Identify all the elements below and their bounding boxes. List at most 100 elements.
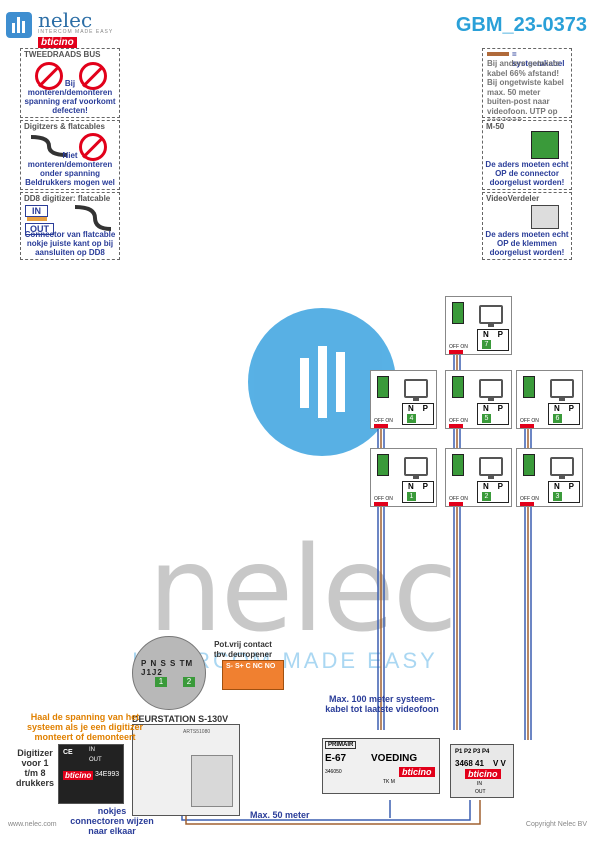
digitizer-out-label: OUT — [89, 757, 102, 763]
info-text: Connector van flatcable nokje juiste kan… — [24, 230, 116, 257]
monitor-icon — [479, 379, 503, 401]
distributor-ports: P1 P2 P3 P4 — [455, 749, 490, 755]
connector-icon — [452, 376, 464, 398]
door-station-code: ARTS51080 — [183, 729, 211, 735]
door-station-module — [191, 755, 233, 807]
contact-title: Pot.vrij contact tbv deuropener — [213, 640, 273, 659]
connector-icon — [523, 376, 535, 398]
monitor-icon — [550, 379, 574, 401]
digitizer: CE IN OUT bticino 34E993 — [58, 744, 124, 804]
unit-number: 1 — [407, 492, 416, 501]
distributor-in-label: IN — [477, 781, 482, 787]
monitor-icon — [479, 305, 503, 327]
info-title: = systeemkabel — [512, 50, 565, 68]
unit-number: 5 — [482, 414, 491, 423]
brand-tagline: INTERCOM MADE EASY — [38, 29, 114, 35]
off-on-switch: OFF ON — [374, 496, 393, 506]
watermark-word: nelec — [148, 520, 458, 658]
off-on-switch: OFF ON — [449, 418, 468, 428]
videoverdeler-icon — [531, 205, 559, 229]
footer-copyright: Copyright Nelec BV — [525, 821, 587, 828]
info-title: M-50 — [486, 122, 505, 131]
distributor-vv: V V — [493, 759, 506, 768]
info-title: VideoVerdeler — [486, 194, 540, 203]
info-box-dd8: DD8 digitizer: flatcable IN OUT Connecto… — [20, 192, 120, 260]
off-on-switch: OFF ON — [449, 496, 468, 506]
info-box-bus: TWEEDRAADS BUS Bij monteren/demonteren s… — [20, 48, 120, 118]
in-label: IN — [25, 205, 48, 217]
partner-brand: bticino — [38, 37, 77, 48]
video-distributor: P1 P2 P3 P4 3468 41 V V bticino IN OUT — [450, 744, 514, 798]
out-label: OUT — [25, 223, 54, 235]
connector-icon — [452, 454, 464, 476]
info-title: DD8 digitizer: flatcable — [24, 194, 111, 203]
psu-terminals: TK M — [383, 779, 395, 785]
no-voltage-icon — [79, 133, 107, 161]
no-plug-icon — [35, 62, 63, 90]
psu-title: VOEDING — [371, 753, 418, 764]
distributor-brand: bticino — [465, 769, 501, 779]
connector-icon — [452, 302, 464, 324]
connector-icon — [377, 454, 389, 476]
unit-number: 3 — [553, 492, 562, 501]
brand-name: nelec — [38, 8, 93, 32]
terminal-zoom: P N S S TM J1J2 1 2 — [132, 636, 206, 710]
psu-model: E-67 — [325, 753, 347, 764]
digitizer-in-label: IN — [89, 747, 95, 753]
info-title: TWEEDRAADS BUS — [24, 50, 101, 59]
off-on-switch: OFF ON — [520, 496, 539, 506]
digitizer-code: 34E993 — [95, 771, 120, 778]
off-on-switch: OFF ON — [374, 418, 393, 428]
off-on-switch: OFF ON — [449, 344, 468, 354]
unit-number: 2 — [482, 492, 491, 501]
ce-mark: CE — [63, 749, 73, 756]
off-on-switch: OFF ON — [520, 418, 539, 428]
psu-primair: PRIMAIR — [325, 741, 357, 749]
unit-number: 4 — [407, 414, 416, 423]
connector-icon — [377, 376, 389, 398]
monitor-icon — [404, 379, 428, 401]
door-station-title: DEURSTATION S-130V — [132, 714, 229, 724]
cable-swatch-icon — [487, 52, 509, 56]
monitor-icon — [404, 457, 428, 479]
digit-2-label: 2 — [183, 677, 195, 687]
relay-contact-block: S- S+ C NC NO — [222, 660, 284, 690]
info-text: Bij monteren/demonteren spanning eraf vo… — [24, 79, 116, 115]
max-50-note: Max. 50 meter — [250, 810, 310, 820]
info-text: De aders moeten echt OP de connector doo… — [485, 160, 569, 187]
power-supply: PRIMAIR E-67 VOEDING 346050 bticino TK M — [322, 738, 440, 794]
m50-connector-icon — [531, 131, 559, 159]
info-box-videoverdeler: VideoVerdeler De aders moeten echt OP de… — [482, 192, 572, 260]
nelec-logo-icon — [6, 12, 32, 38]
connector-icon — [523, 454, 535, 476]
document-id: GBM_23-0373 — [455, 14, 587, 36]
flatcable-icon — [74, 205, 112, 231]
brand-logo: nelec INTERCOM MADE EASY bticino — [6, 8, 156, 48]
door-station: ARTS51080 — [132, 724, 240, 816]
psu-brand: bticino — [399, 767, 435, 777]
max-100-note: Max. 100 meter systeem-kabel tot laatste… — [325, 694, 439, 714]
info-box-m50: M-50 De aders moeten echt OP de connecto… — [482, 120, 572, 190]
info-text: De aders moeten echt OP de klemmen doorg… — [485, 230, 569, 257]
unit-number: 6 — [553, 414, 562, 423]
notch-note: nokjes connectoren wijzen naar elkaar — [70, 806, 154, 836]
info-title: Digitzers & flatcables — [24, 122, 105, 131]
footer-website: www.nelec.com — [8, 821, 57, 828]
no-voltage-icon — [79, 62, 107, 90]
distributor-out-label: OUT — [475, 789, 486, 795]
distributor-code: 3468 41 — [455, 759, 484, 768]
digitizer-brand: bticino — [63, 771, 94, 780]
monitor-icon — [550, 457, 574, 479]
